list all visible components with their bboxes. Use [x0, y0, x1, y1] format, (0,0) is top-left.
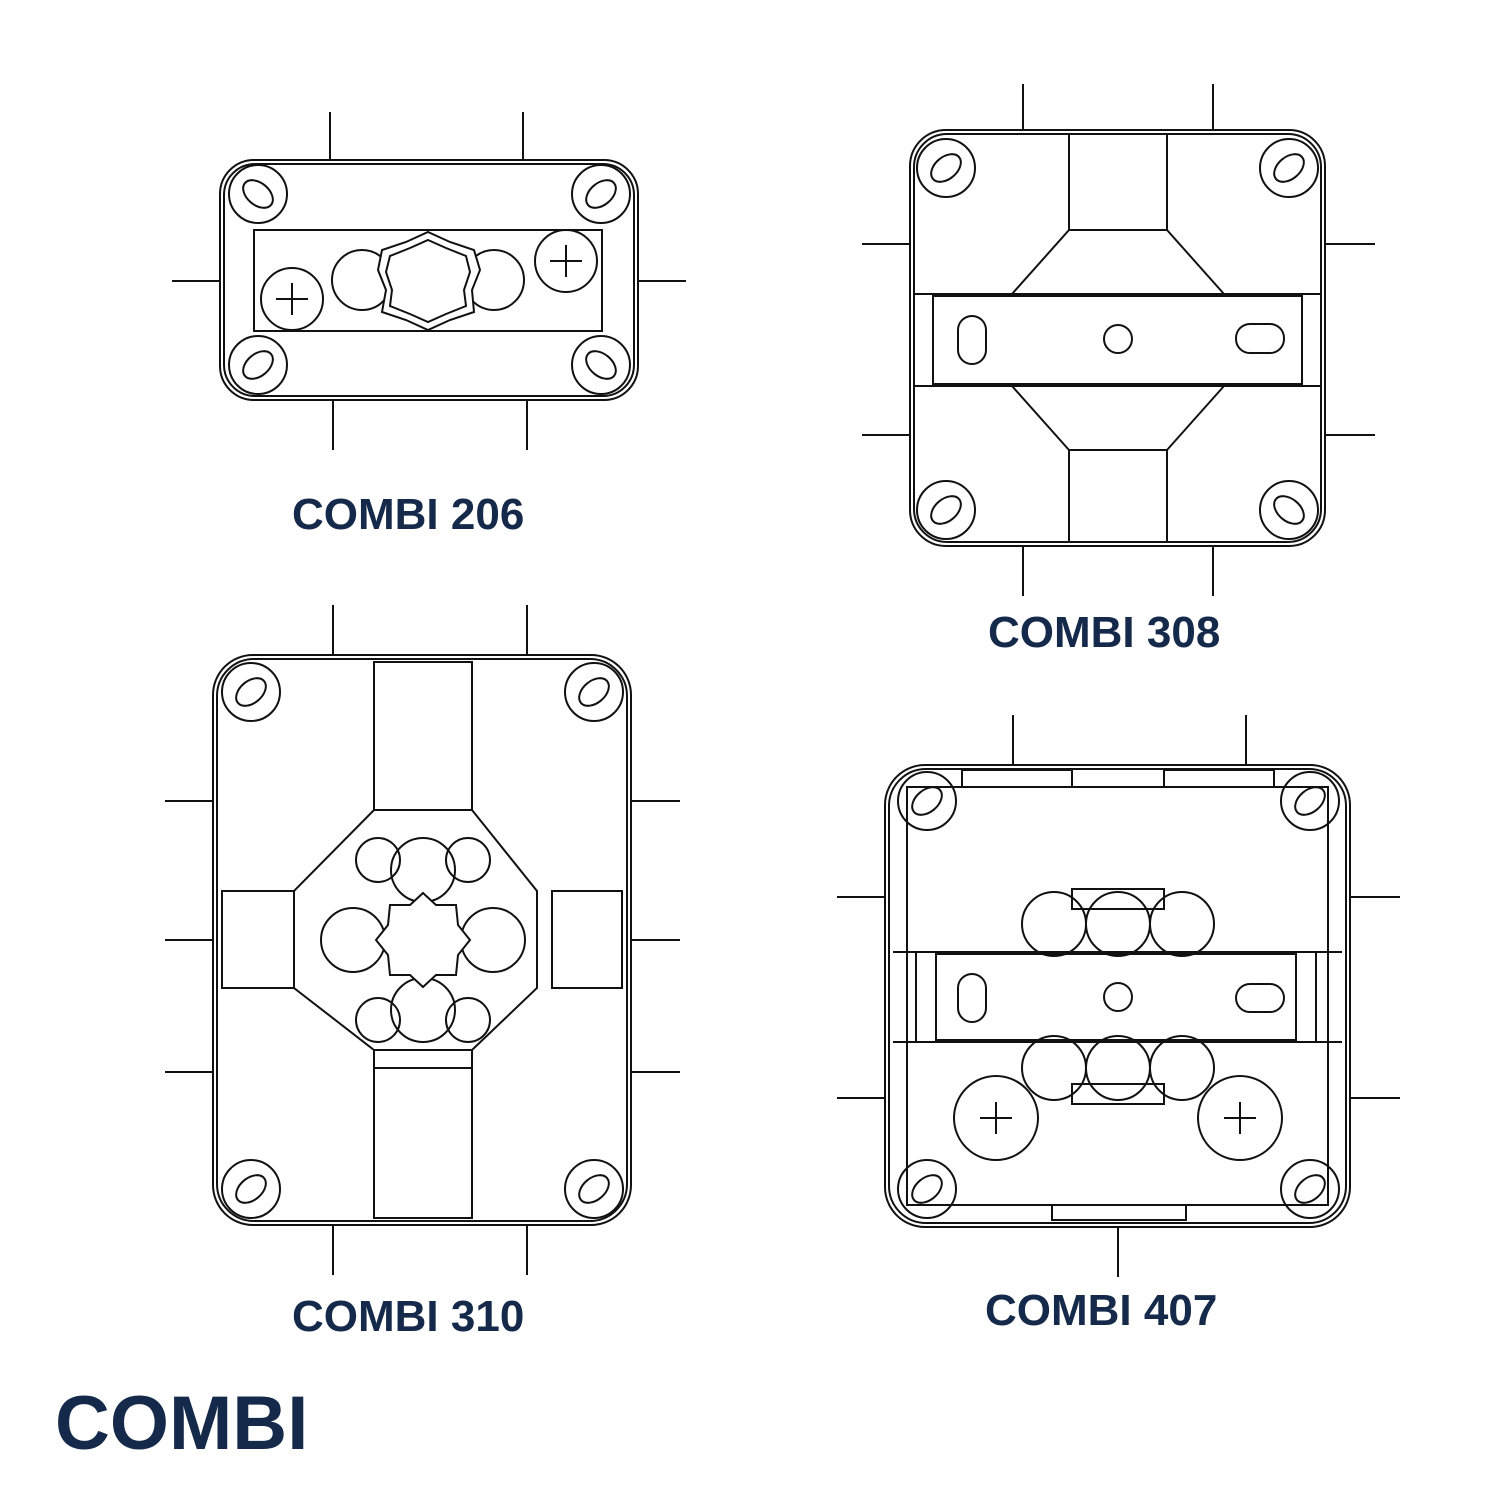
combi-310-mount-holes — [222, 663, 623, 1218]
combi-206-drawing — [172, 112, 686, 450]
combi-310-label: COMBI 310 — [292, 1292, 525, 1341]
combi-206-label: COMBI 206 — [292, 490, 525, 539]
combi-407-drawing — [837, 715, 1400, 1277]
combi-407-label: COMBI 407 — [985, 1286, 1218, 1335]
combi-206-mount-holes — [229, 165, 630, 394]
combi-308-mount-holes — [917, 139, 1318, 539]
combi-310-drawing — [165, 605, 680, 1275]
combi-308-drawing — [862, 84, 1375, 596]
combi-407-mount-holes — [898, 772, 1339, 1218]
combi-308-label: COMBI 308 — [988, 608, 1221, 657]
page-title: COMBI — [55, 1381, 309, 1466]
